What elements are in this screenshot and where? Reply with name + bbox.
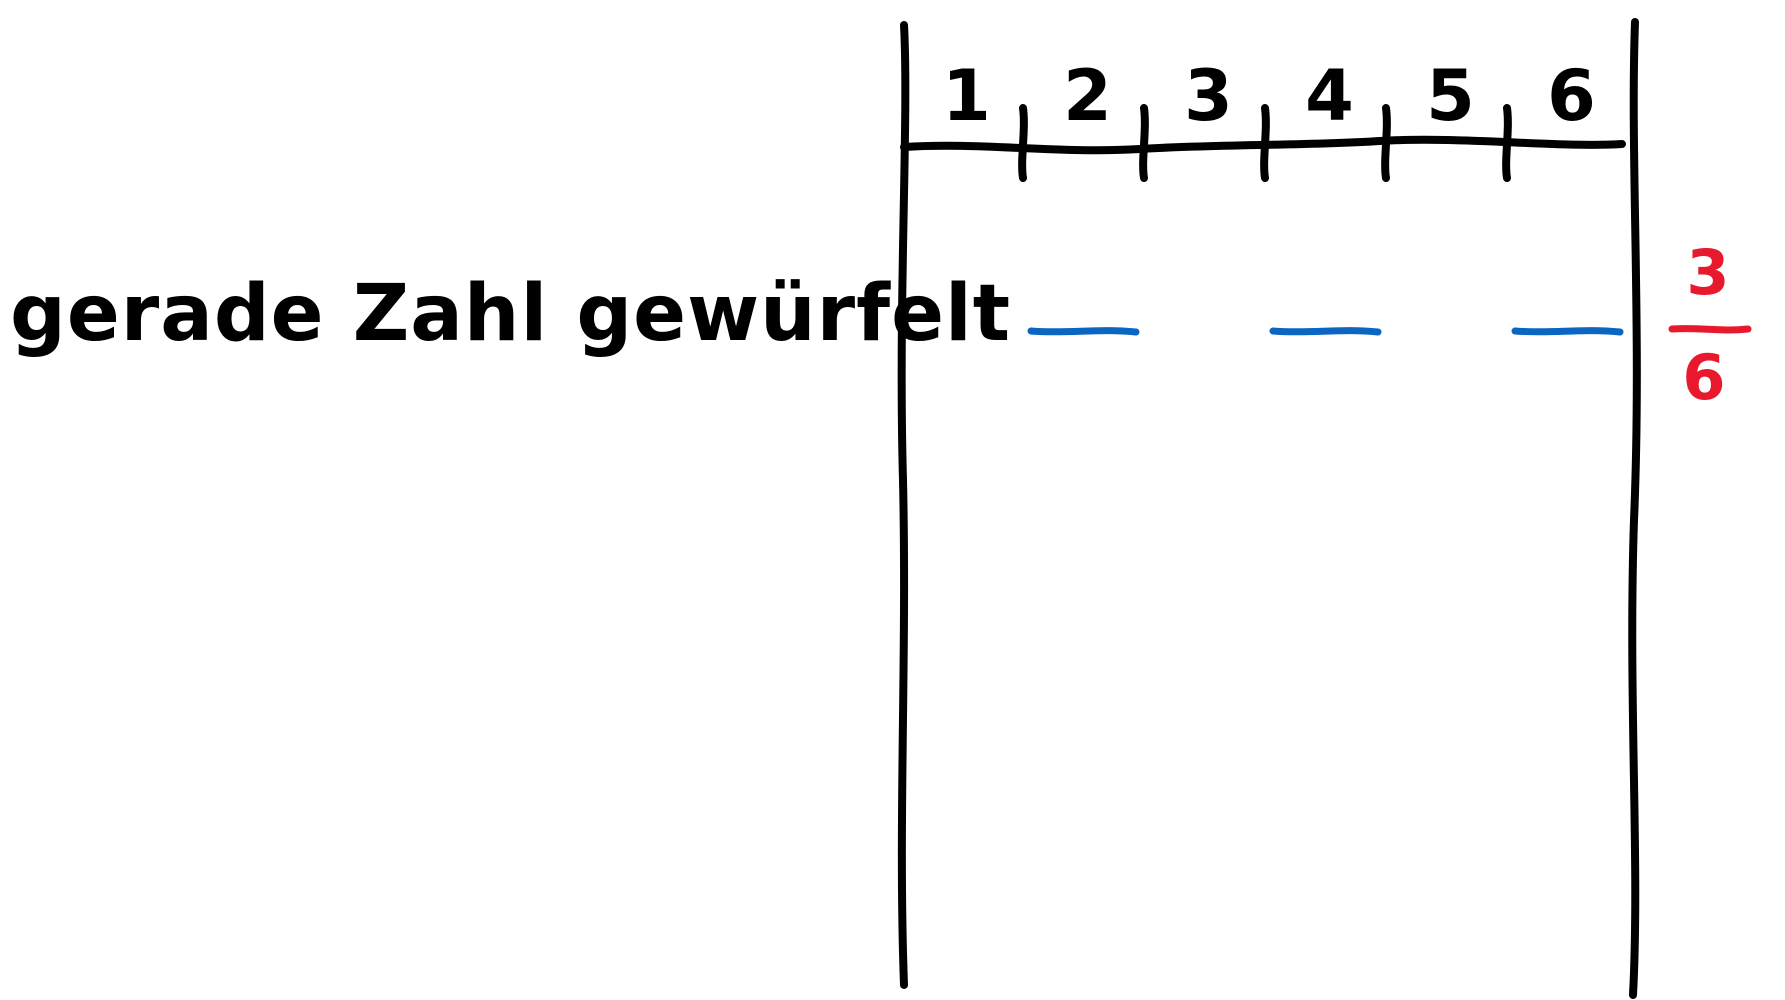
column-divider — [1502, 104, 1512, 182]
column-number-4: 4 — [1305, 55, 1354, 137]
column-dividers — [1018, 104, 1512, 182]
left-border-line — [897, 21, 910, 989]
column-number-5: 5 — [1426, 55, 1475, 137]
outcome-mark-2 — [1027, 327, 1140, 336]
fraction-numerator: 3 — [1686, 236, 1729, 309]
outcome-mark-6 — [1511, 327, 1624, 336]
column-number-2: 2 — [1063, 55, 1112, 137]
column-divider — [1139, 104, 1149, 182]
fraction: 3 6 — [1668, 236, 1752, 414]
column-divider — [1260, 104, 1270, 182]
outcome-marks — [1027, 327, 1624, 336]
table-frame — [897, 18, 1641, 999]
row-label: gerade Zahl gewürfelt — [10, 269, 1011, 359]
column-divider — [1381, 104, 1391, 182]
column-divider — [1018, 104, 1028, 182]
column-number-6: 6 — [1547, 55, 1596, 137]
column-number-3: 3 — [1184, 55, 1233, 137]
column-number-1: 1 — [942, 55, 991, 137]
fraction-bar — [1668, 325, 1752, 334]
outcome-mark-4 — [1269, 327, 1382, 336]
right-border-line — [1628, 18, 1641, 999]
fraction-denominator: 6 — [1682, 341, 1725, 414]
